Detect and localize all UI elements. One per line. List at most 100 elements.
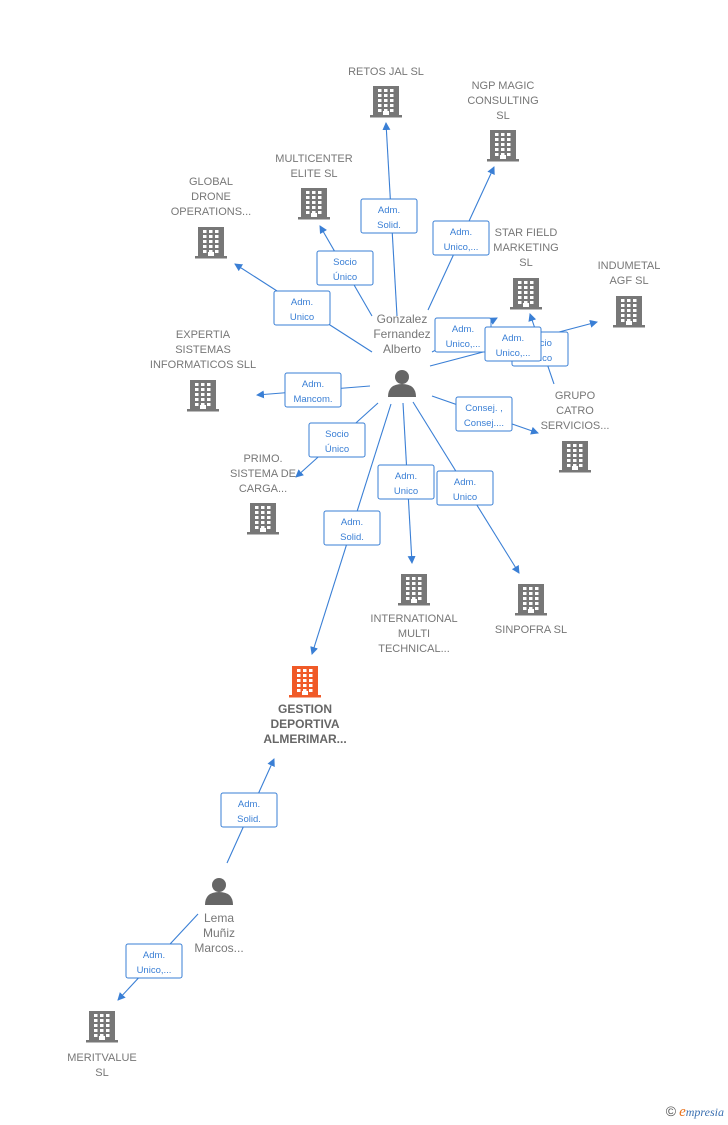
node-label-line: ALMERIMAR... <box>263 732 346 746</box>
company-node-meritvalue[interactable]: MERITVALUE SL <box>67 1011 137 1079</box>
node-label-line: MULTI <box>398 628 430 640</box>
building-icon <box>187 380 219 412</box>
node-label-line: MERITVALUE <box>67 1052 136 1064</box>
node-label-line: INTERNATIONAL <box>370 613 457 625</box>
node-label-line: Gonzalez <box>377 312 428 326</box>
node-label-line: DRONE <box>191 191 231 203</box>
node-label-line: OPERATIONS... <box>171 206 251 218</box>
edge-label-text: Unico,... <box>446 339 481 350</box>
company-node-grupo[interactable]: GRUPOCATROSERVICIOS... <box>541 390 610 473</box>
edge-label[interactable]: Adm.Mancom. <box>284 372 342 408</box>
edge-label-text: Adm. <box>452 324 474 335</box>
company-node-ngp[interactable]: NGP MAGIC CONSULTING SL <box>467 80 539 162</box>
node-label-line: SL <box>496 110 509 122</box>
edge-label[interactable]: Adm. Unico,... <box>125 943 183 979</box>
node-label-line: EXPERTIA <box>176 329 231 341</box>
building-icon <box>247 503 279 535</box>
person-icon <box>205 878 233 905</box>
company-node-gestion[interactable]: GESTIONDEPORTIVAALMERIMAR... <box>263 666 347 746</box>
node-label-line: SL <box>519 257 532 269</box>
edge-label[interactable]: Adm.Solid. <box>323 510 381 546</box>
node-label-line: Lema <box>204 911 234 925</box>
edge-label-text: Solid. <box>377 220 401 231</box>
building-icon <box>195 227 227 259</box>
node-label-line: MULTICENTER <box>275 153 352 165</box>
building-icon <box>559 441 591 473</box>
node-label-line: CARGA... <box>239 483 287 495</box>
edge-label[interactable]: Adm. Solid. <box>360 198 418 234</box>
node-label-line: GLOBAL <box>189 176 233 188</box>
edge-label[interactable]: Adm.Unico,... <box>432 220 490 256</box>
building-icon <box>298 188 330 220</box>
edge-label-box <box>316 250 374 286</box>
edge-label-box <box>360 198 418 234</box>
node-label-line: STAR FIELD <box>495 227 558 239</box>
edge-label-box <box>377 464 435 500</box>
edge-label[interactable]: Adm. Unico,... <box>434 317 492 353</box>
edge-label-text: Solid. <box>237 814 261 825</box>
company-node-starfield[interactable]: STAR FIELD MARKETING SL <box>493 227 559 310</box>
edge-label-text: Adm. <box>378 205 400 216</box>
edge-label-text: Unico <box>453 492 477 503</box>
edge-label[interactable]: Adm. Solid. <box>220 792 278 828</box>
edge-label-text: Socio <box>333 257 357 268</box>
edge-label[interactable]: Adm.Unico <box>436 470 494 506</box>
edge-label-box <box>455 396 513 432</box>
edge-label-box <box>308 422 366 458</box>
edge-label-box <box>220 792 278 828</box>
edge-label-box <box>284 372 342 408</box>
node-label-line: SISTEMA DE <box>230 468 296 480</box>
node-label-line: CONSULTING <box>467 95 538 107</box>
edge-label-text: Adm. <box>341 517 363 528</box>
node-label-line: PRIMO. <box>243 453 282 465</box>
edge-label-box <box>273 290 331 326</box>
person-icon <box>388 370 416 397</box>
node-label-line: NGP MAGIC <box>472 80 535 92</box>
node-label-line: Muñiz <box>203 926 235 940</box>
company-node-primo[interactable]: PRIMO. SISTEMA DE CARGA... <box>230 453 296 535</box>
building-icon <box>289 666 321 698</box>
company-node-global[interactable]: GLOBAL DRONE OPERATIONS... <box>171 176 251 259</box>
node-label-line: MARKETING <box>493 242 558 254</box>
node-label-line: CATRO <box>556 405 594 417</box>
node-label-line: SL <box>95 1067 108 1079</box>
company-node-retos[interactable]: RETOS JAL SL <box>348 66 424 118</box>
edge-label-text: Mancom. <box>293 394 332 405</box>
node-label-line: AGF SL <box>609 275 648 287</box>
node-label-line: SERVICIOS... <box>541 420 610 432</box>
edge-label[interactable]: Consej. ,Consej.... <box>455 396 513 432</box>
edge-label-text: Unico <box>290 312 314 323</box>
company-node-international[interactable]: INTERNATIONAL MULTI TECHNICAL... <box>370 574 458 655</box>
building-icon <box>86 1011 118 1043</box>
building-icon <box>515 584 547 616</box>
person-node-lema[interactable]: LemaMuñizMarcos... <box>194 878 244 955</box>
edge-label-text: Único <box>325 444 349 455</box>
node-label-line: SISTEMAS <box>175 344 231 356</box>
edge-label-box <box>432 220 490 256</box>
node-label-line: GESTION <box>278 702 332 716</box>
node-label-line: Marcos... <box>194 941 243 955</box>
company-node-sinpofra[interactable]: SINPOFRA SL <box>495 584 567 636</box>
brand-watermark: ©empresia <box>666 1103 724 1121</box>
edge-label[interactable]: Adm.Unico <box>273 290 331 326</box>
building-icon <box>510 278 542 310</box>
edge-label-text: Adm. <box>238 799 260 810</box>
node-label-line: SINPOFRA SL <box>495 624 567 636</box>
edge-label-text: Adm. <box>143 950 165 961</box>
node-label-line: Alberto <box>383 342 421 356</box>
building-icon <box>398 574 430 606</box>
edge-label[interactable]: Adm.Unico,... <box>484 326 542 362</box>
edge-label-text: Consej.... <box>464 418 504 429</box>
edge-label[interactable]: Adm.Unico <box>377 464 435 500</box>
building-icon <box>370 86 402 118</box>
node-label-line: TECHNICAL... <box>378 643 450 655</box>
edge-label-text: Unico,... <box>137 965 172 976</box>
node-label-line: RETOS JAL SL <box>348 66 424 78</box>
